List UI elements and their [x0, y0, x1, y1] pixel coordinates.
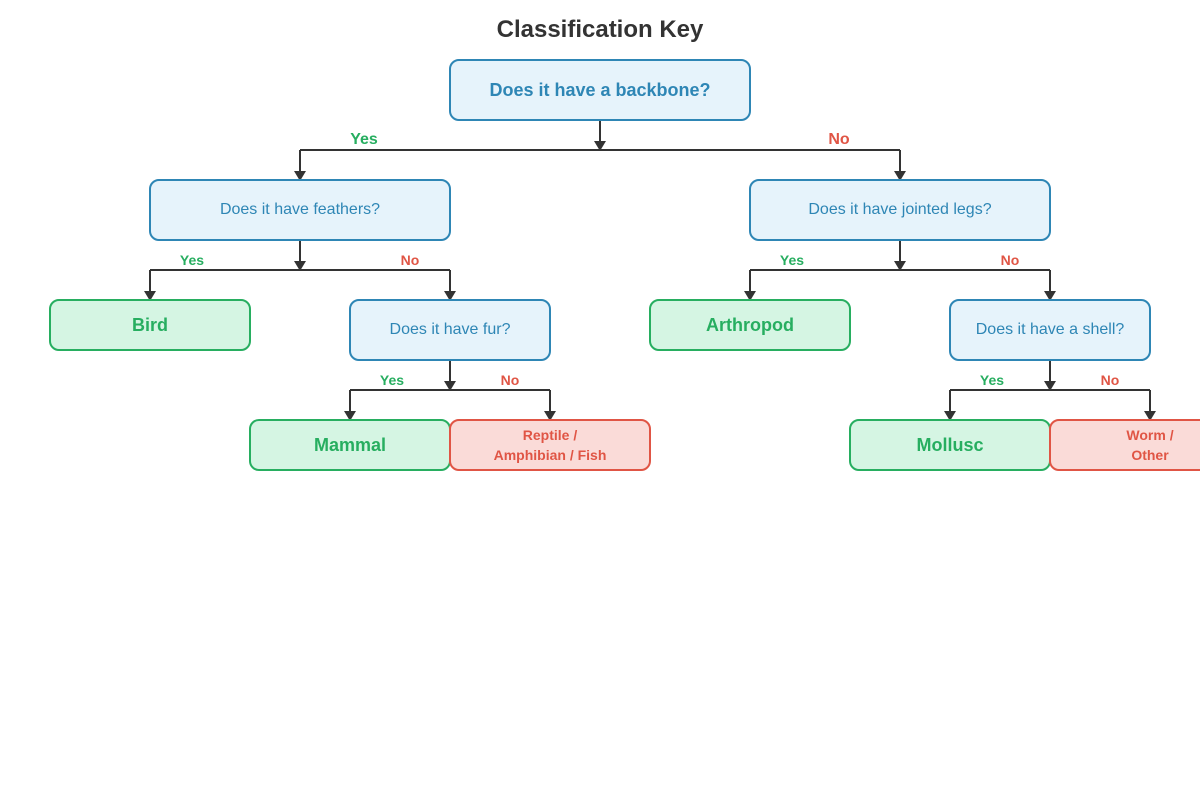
- result-text-mollusc: Mollusc: [916, 435, 984, 455]
- result-node-worm-other: Worm / Other: [1049, 419, 1200, 471]
- diagram-title: Classification Key: [496, 16, 704, 43]
- question-text-fur: Does it have fur?: [389, 321, 511, 338]
- result-node-bird: Bird: [49, 299, 251, 351]
- question-node-backbone: Does it have a backbone?: [449, 59, 751, 121]
- result-text-worm-line2: Other: [1131, 447, 1169, 463]
- edge-label-shell-yes: Yes: [979, 372, 1005, 388]
- result-text-mammal: Mammal: [313, 435, 387, 455]
- edge-label-feathers-no: No: [400, 252, 420, 268]
- result-text-arthropod: Arthropod: [706, 315, 794, 335]
- edge-label-fur-no: No: [500, 372, 520, 388]
- question-text-shell: Does it have a shell?: [975, 321, 1125, 338]
- result-node-mollusc: Mollusc: [849, 419, 1051, 471]
- result-node-mammal: Mammal: [249, 419, 451, 471]
- edge-label-shell-no: No: [1100, 372, 1120, 388]
- edge-label-jointed-legs-no: No: [1000, 252, 1020, 268]
- question-node-jointed-legs: Does it have jointed legs?: [749, 179, 1051, 241]
- question-text-backbone: Does it have a backbone?: [489, 80, 711, 100]
- edge-label-feathers-yes: Yes: [179, 252, 205, 268]
- result-text-reptile-line1: Reptile /: [522, 427, 578, 443]
- question-node-shell: Does it have a shell?: [949, 299, 1151, 361]
- result-text-worm-line1: Worm /: [1126, 427, 1174, 443]
- question-node-fur: Does it have fur?: [349, 299, 551, 361]
- edge-label-fur-yes: Yes: [379, 372, 405, 388]
- result-node-arthropod: Arthropod: [649, 299, 851, 351]
- question-text-feathers: Does it have feathers?: [219, 201, 381, 218]
- question-node-feathers: Does it have feathers?: [149, 179, 451, 241]
- result-node-reptile-amphibian-fish: Reptile / Amphibian / Fish: [449, 419, 651, 471]
- result-text-reptile-line2: Amphibian / Fish: [493, 447, 607, 463]
- edge-label-backbone-yes: Yes: [350, 131, 378, 148]
- edge-label-jointed-legs-yes: Yes: [779, 252, 805, 268]
- result-text-bird: Bird: [132, 315, 168, 335]
- question-text-jointed-legs: Does it have jointed legs?: [808, 201, 992, 218]
- edge-label-backbone-no: No: [828, 131, 850, 148]
